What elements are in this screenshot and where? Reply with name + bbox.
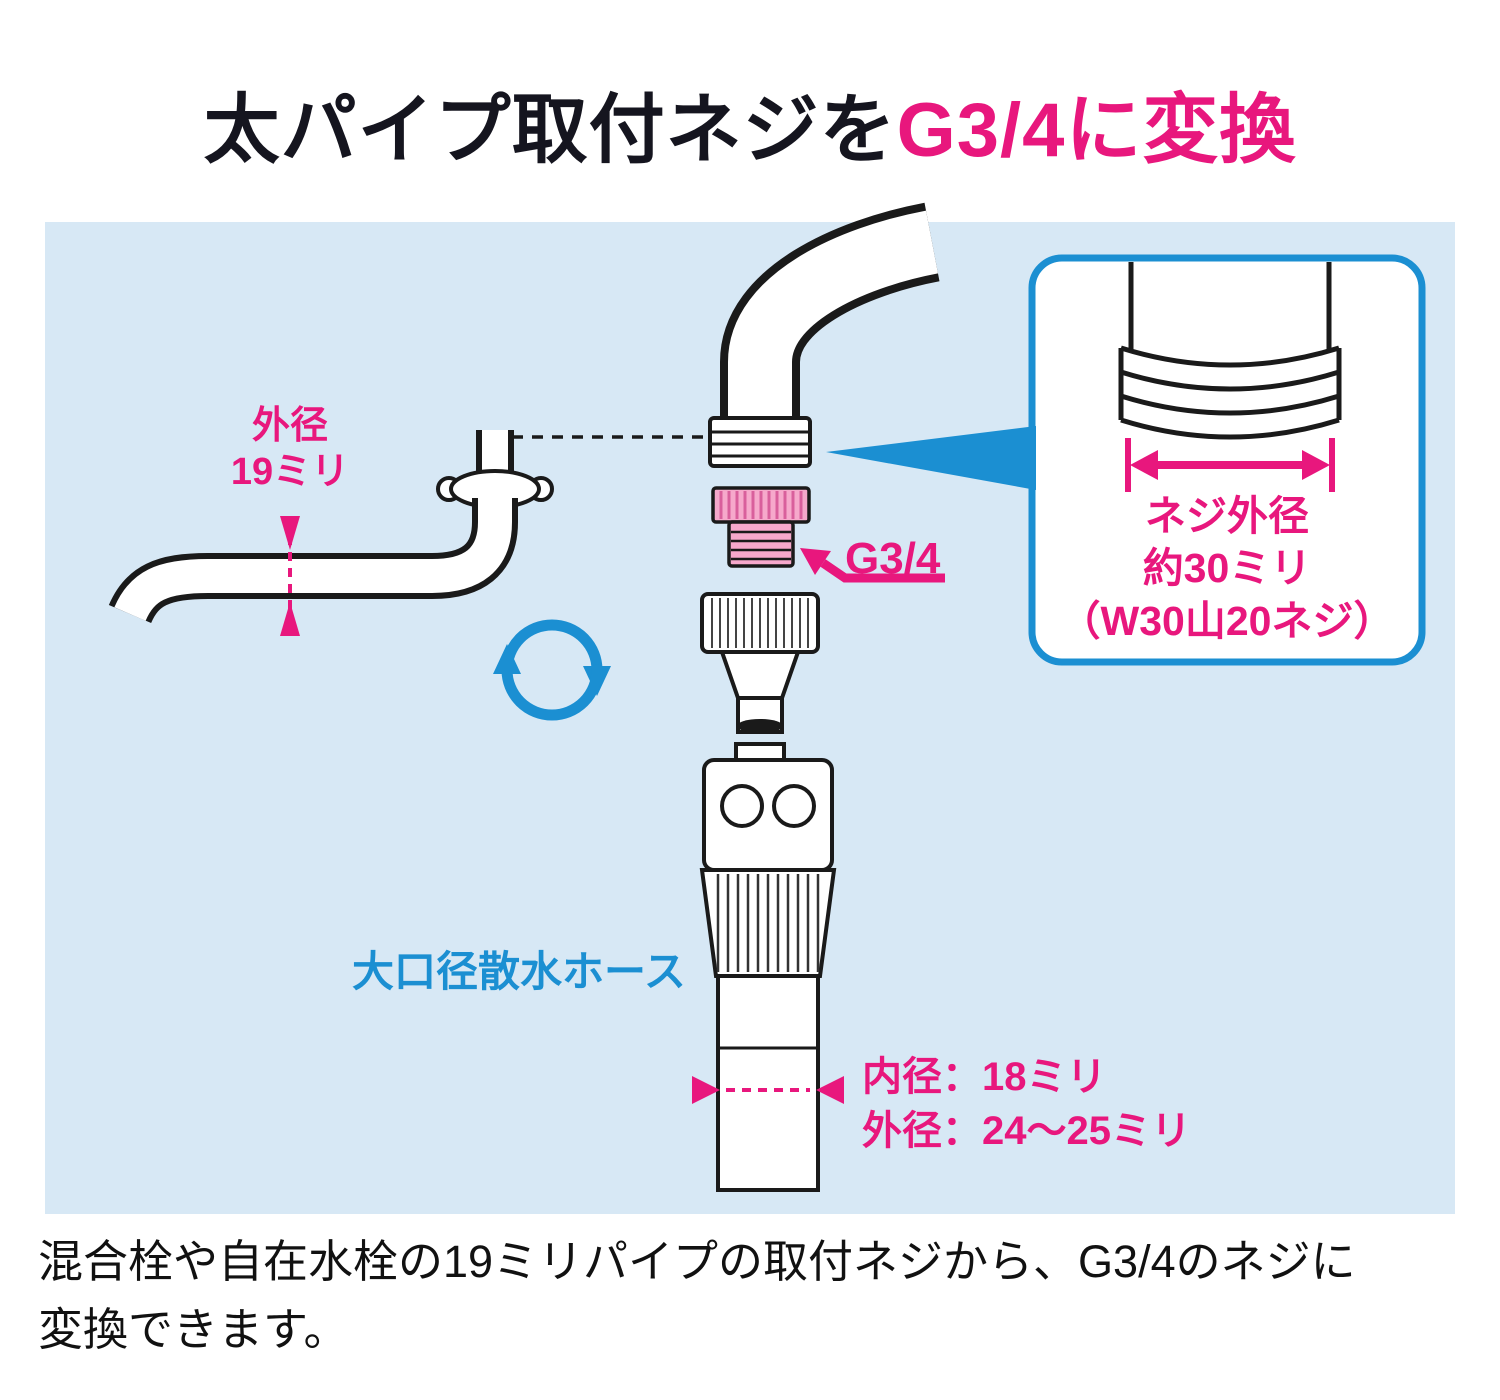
callout-text: ネジ外径 約30ミリ （W30山20ネジ） bbox=[1047, 490, 1407, 647]
callout-line2: 約30ミリ bbox=[1142, 545, 1312, 592]
description-text: 混合栓や自在水栓の19ミリパイプの取付ネジから、G3/4のネジに 変換できます。 bbox=[38, 1228, 1468, 1363]
title-prefix: 太パイプ取付ネジを bbox=[203, 88, 897, 173]
adapter-thread-label: G3/4 bbox=[845, 534, 941, 583]
page-title: 太パイプ取付ネジをG3/4に変換 bbox=[0, 68, 1500, 178]
hose-illustration bbox=[716, 974, 820, 1192]
hose-diameter-indicator bbox=[692, 1076, 844, 1104]
title-highlight: G3/4に変換 bbox=[896, 88, 1297, 173]
callout-pointer bbox=[826, 426, 1036, 490]
g34-adapter-illustration bbox=[711, 486, 811, 568]
callout-line1: ネジ外径 bbox=[1145, 493, 1309, 539]
description-line1: 混合栓や自在水栓の19ミリパイプの取付ネジから、G3/4のネジに bbox=[38, 1236, 1356, 1287]
hose-connector-nut-illustration bbox=[700, 592, 820, 734]
hose-outer-diameter-label: 外径：24～25ミリ bbox=[862, 1109, 1191, 1153]
description-line2: 変換できます。 bbox=[38, 1303, 349, 1355]
thread-width-arrow bbox=[1125, 438, 1335, 492]
hose-label: 大口径散水ホース bbox=[352, 948, 686, 995]
g34-pointer-arrow bbox=[800, 548, 945, 583]
hose-inner-diameter-label: 内径：18ミリ bbox=[862, 1055, 1107, 1099]
callout-line3: （W30山20ネジ） bbox=[1059, 597, 1395, 644]
swivel-pipe-illustration bbox=[108, 430, 554, 625]
faucet-spout-illustration bbox=[708, 202, 940, 468]
outer-diameter-indicator bbox=[280, 516, 300, 636]
pipe-outer-diameter-line2: 19ミリ bbox=[230, 450, 350, 493]
pipe-outer-diameter-line1: 外径 bbox=[251, 405, 328, 447]
quick-coupler-illustration bbox=[699, 742, 837, 978]
rotation-arrows-icon bbox=[493, 619, 611, 721]
thread-detail-illustration bbox=[1118, 262, 1342, 440]
pipe-outer-diameter-label: 外径 19ミリ bbox=[195, 404, 385, 495]
callout-box bbox=[826, 254, 1426, 666]
